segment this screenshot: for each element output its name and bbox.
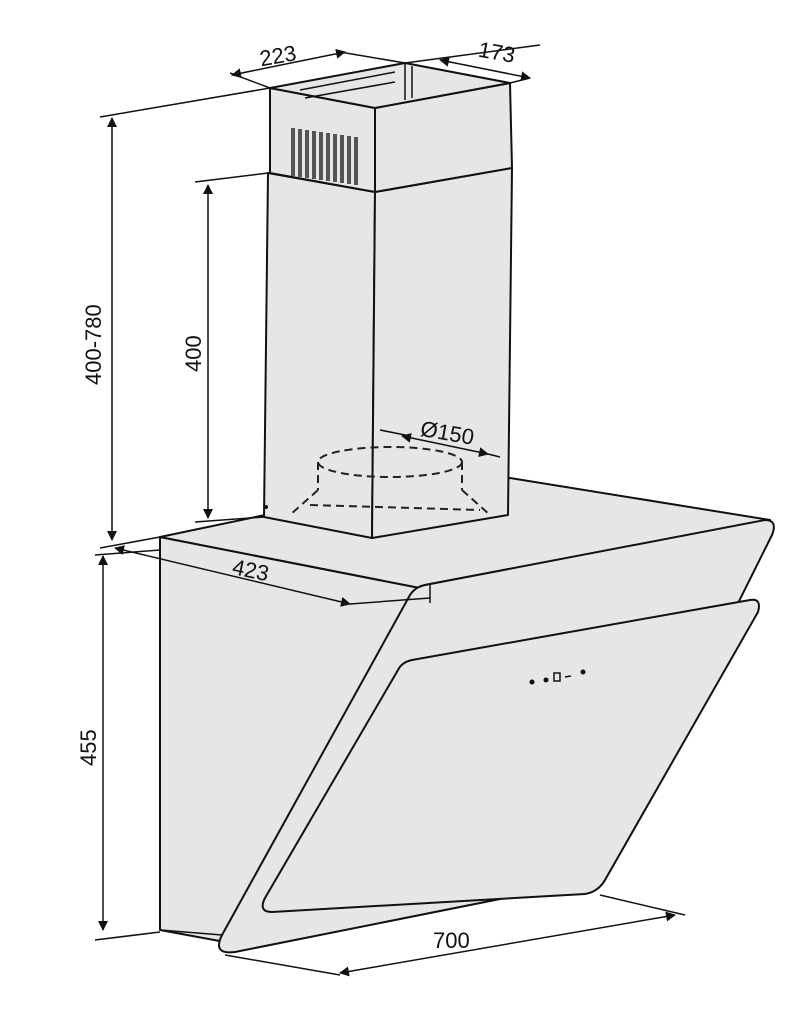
chimney-width-label: 223 (258, 40, 299, 71)
lower-chimney-height-label: 400 (181, 335, 206, 372)
lower-chimney-front (263, 172, 376, 539)
control-buttons (529, 669, 586, 685)
hood-width-label: 700 (433, 928, 470, 953)
hood-height-label: 455 (76, 729, 101, 766)
lower-chimney-side (371, 167, 513, 539)
exhaust-duct (289, 446, 491, 516)
hood-bottom-edge (159, 929, 223, 936)
glass-inner-panel (261, 598, 760, 913)
chimney-depth-label: 173 (477, 37, 518, 68)
vent-slots (291, 128, 358, 185)
chimney-height-range-label: 400-780 (81, 304, 106, 385)
